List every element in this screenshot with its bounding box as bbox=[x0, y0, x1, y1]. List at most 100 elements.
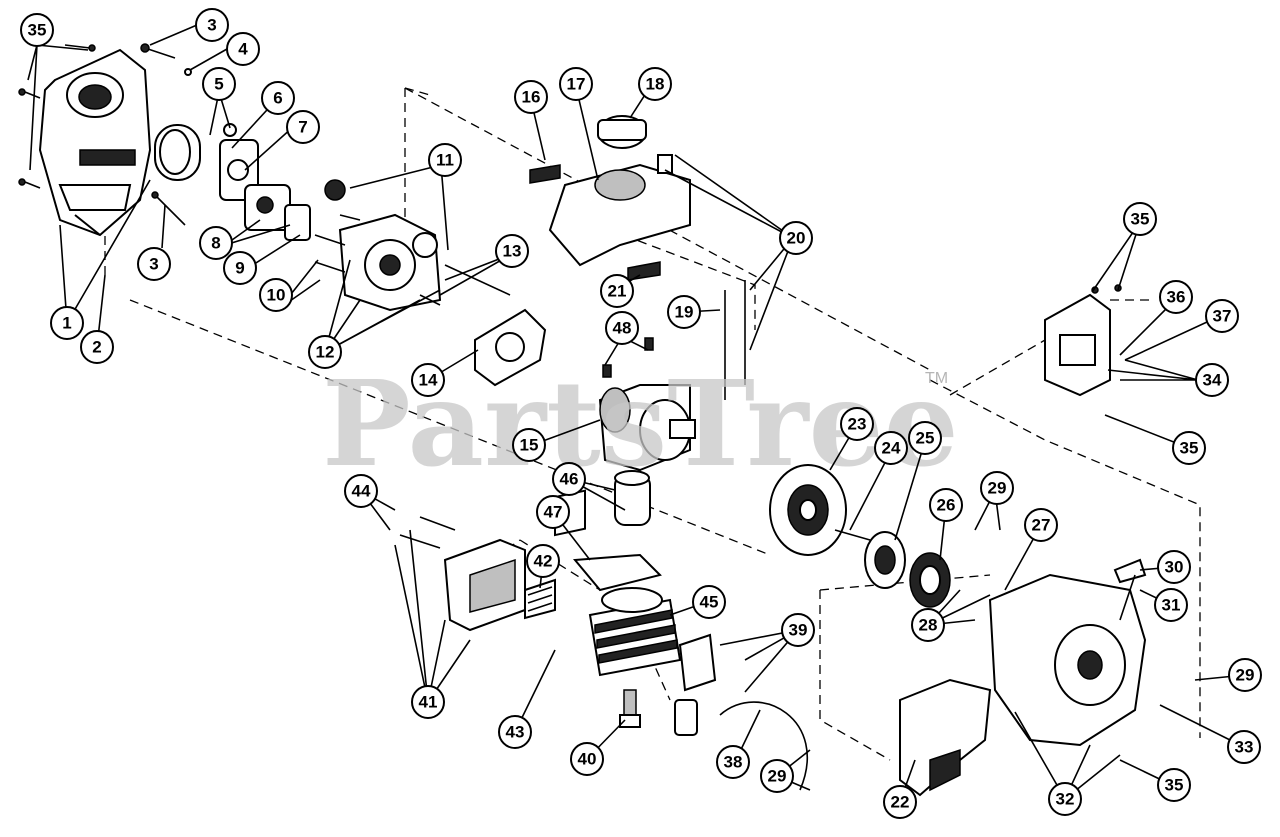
watermark-trademark: TM bbox=[925, 370, 948, 387]
callout-36: 36 bbox=[1159, 280, 1193, 314]
svg-text:28: 28 bbox=[919, 616, 938, 635]
svg-text:14: 14 bbox=[419, 371, 438, 390]
callout-8: 8 bbox=[199, 226, 233, 260]
heat-shield bbox=[524, 578, 556, 620]
svg-text:29: 29 bbox=[988, 479, 1007, 498]
intake-block bbox=[314, 179, 511, 312]
callout-32: 32 bbox=[1048, 782, 1082, 816]
callout-18: 18 bbox=[638, 67, 672, 101]
svg-text:30: 30 bbox=[1165, 558, 1184, 577]
svg-text:23: 23 bbox=[848, 415, 867, 434]
gasket bbox=[474, 308, 547, 387]
svg-text:3: 3 bbox=[149, 255, 158, 274]
svg-text:1: 1 bbox=[62, 314, 71, 333]
handle-bracket bbox=[899, 678, 992, 797]
svg-text:32: 32 bbox=[1056, 790, 1075, 809]
starter-pulley bbox=[864, 531, 906, 589]
callout-45: 45 bbox=[692, 585, 726, 619]
callout-35b: 35 bbox=[1123, 202, 1157, 236]
callout-19: 19 bbox=[667, 295, 701, 329]
starter-housing bbox=[988, 558, 1147, 747]
callout-29b: 29 bbox=[1228, 658, 1262, 692]
svg-text:3: 3 bbox=[207, 16, 216, 35]
svg-text:35: 35 bbox=[1131, 210, 1150, 229]
callout-43: 43 bbox=[498, 715, 532, 749]
svg-text:42: 42 bbox=[534, 552, 553, 571]
callout-20: 20 bbox=[779, 221, 813, 255]
cylinder bbox=[588, 587, 682, 677]
callout-10: 10 bbox=[259, 278, 293, 312]
piston bbox=[614, 470, 651, 526]
svg-text:41: 41 bbox=[419, 693, 438, 712]
crankcase bbox=[598, 337, 696, 472]
cylinder-gasket bbox=[572, 553, 662, 592]
callout-15: 15 bbox=[512, 428, 546, 462]
callout-48: 48 bbox=[605, 311, 639, 345]
svg-text:10: 10 bbox=[267, 286, 286, 305]
callout-29c: 29 bbox=[760, 759, 794, 793]
svg-text:19: 19 bbox=[675, 303, 694, 322]
callout-3b: 3 bbox=[137, 247, 171, 281]
svg-text:8: 8 bbox=[211, 234, 220, 253]
callout-35c: 35 bbox=[1172, 431, 1206, 465]
svg-text:15: 15 bbox=[520, 436, 539, 455]
svg-text:29: 29 bbox=[768, 767, 787, 786]
callout-39: 39 bbox=[781, 613, 815, 647]
svg-text:37: 37 bbox=[1213, 307, 1232, 326]
callout-27: 27 bbox=[1024, 508, 1058, 542]
callout-38: 38 bbox=[716, 745, 750, 779]
callout-17: 17 bbox=[559, 67, 593, 101]
callout-6: 6 bbox=[261, 81, 295, 115]
spark-plug bbox=[619, 689, 641, 728]
callout-28: 28 bbox=[911, 608, 945, 642]
callout-23: 23 bbox=[840, 407, 874, 441]
svg-text:24: 24 bbox=[882, 439, 901, 458]
svg-text:35: 35 bbox=[28, 21, 47, 40]
svg-text:17: 17 bbox=[567, 75, 586, 94]
air-filter-cover bbox=[38, 48, 152, 237]
callout-29: 29 bbox=[980, 471, 1014, 505]
engine-cover bbox=[1044, 284, 1122, 397]
fuel-tank bbox=[529, 115, 746, 400]
svg-text:21: 21 bbox=[608, 282, 627, 301]
svg-text:35: 35 bbox=[1165, 776, 1184, 795]
svg-text:12: 12 bbox=[316, 343, 335, 362]
svg-text:39: 39 bbox=[789, 621, 808, 640]
callout-13: 13 bbox=[495, 234, 529, 268]
svg-text:7: 7 bbox=[298, 118, 307, 137]
callout-24: 24 bbox=[874, 431, 908, 465]
svg-text:25: 25 bbox=[916, 429, 935, 448]
svg-text:31: 31 bbox=[1162, 596, 1181, 615]
svg-text:29: 29 bbox=[1236, 666, 1255, 685]
svg-text:2: 2 bbox=[92, 338, 101, 357]
callout-47: 47 bbox=[536, 495, 570, 529]
callout-3: 3 bbox=[195, 8, 229, 42]
svg-text:6: 6 bbox=[273, 89, 282, 108]
carburetor-parts bbox=[219, 123, 311, 241]
callout-30: 30 bbox=[1157, 550, 1191, 584]
svg-text:45: 45 bbox=[700, 593, 719, 612]
svg-text:36: 36 bbox=[1167, 288, 1186, 307]
callout-12: 12 bbox=[308, 335, 342, 369]
svg-text:22: 22 bbox=[891, 793, 910, 812]
callout-14: 14 bbox=[411, 363, 445, 397]
svg-text:43: 43 bbox=[506, 723, 525, 742]
callout-4: 4 bbox=[226, 32, 260, 66]
callout-41: 41 bbox=[411, 685, 445, 719]
callout-11: 11 bbox=[428, 143, 462, 177]
callout-9: 9 bbox=[223, 251, 257, 285]
svg-text:38: 38 bbox=[724, 753, 743, 772]
svg-text:11: 11 bbox=[436, 151, 454, 170]
svg-text:4: 4 bbox=[238, 40, 248, 59]
callout-35: 35 bbox=[20, 13, 54, 47]
svg-text:44: 44 bbox=[352, 482, 371, 501]
svg-text:13: 13 bbox=[503, 242, 522, 261]
svg-text:5: 5 bbox=[214, 75, 223, 94]
svg-text:18: 18 bbox=[646, 75, 665, 94]
callout-25: 25 bbox=[908, 421, 942, 455]
svg-text:46: 46 bbox=[560, 470, 579, 489]
svg-text:40: 40 bbox=[578, 750, 597, 769]
recoil-spring bbox=[909, 552, 951, 608]
svg-text:35: 35 bbox=[1180, 439, 1199, 458]
